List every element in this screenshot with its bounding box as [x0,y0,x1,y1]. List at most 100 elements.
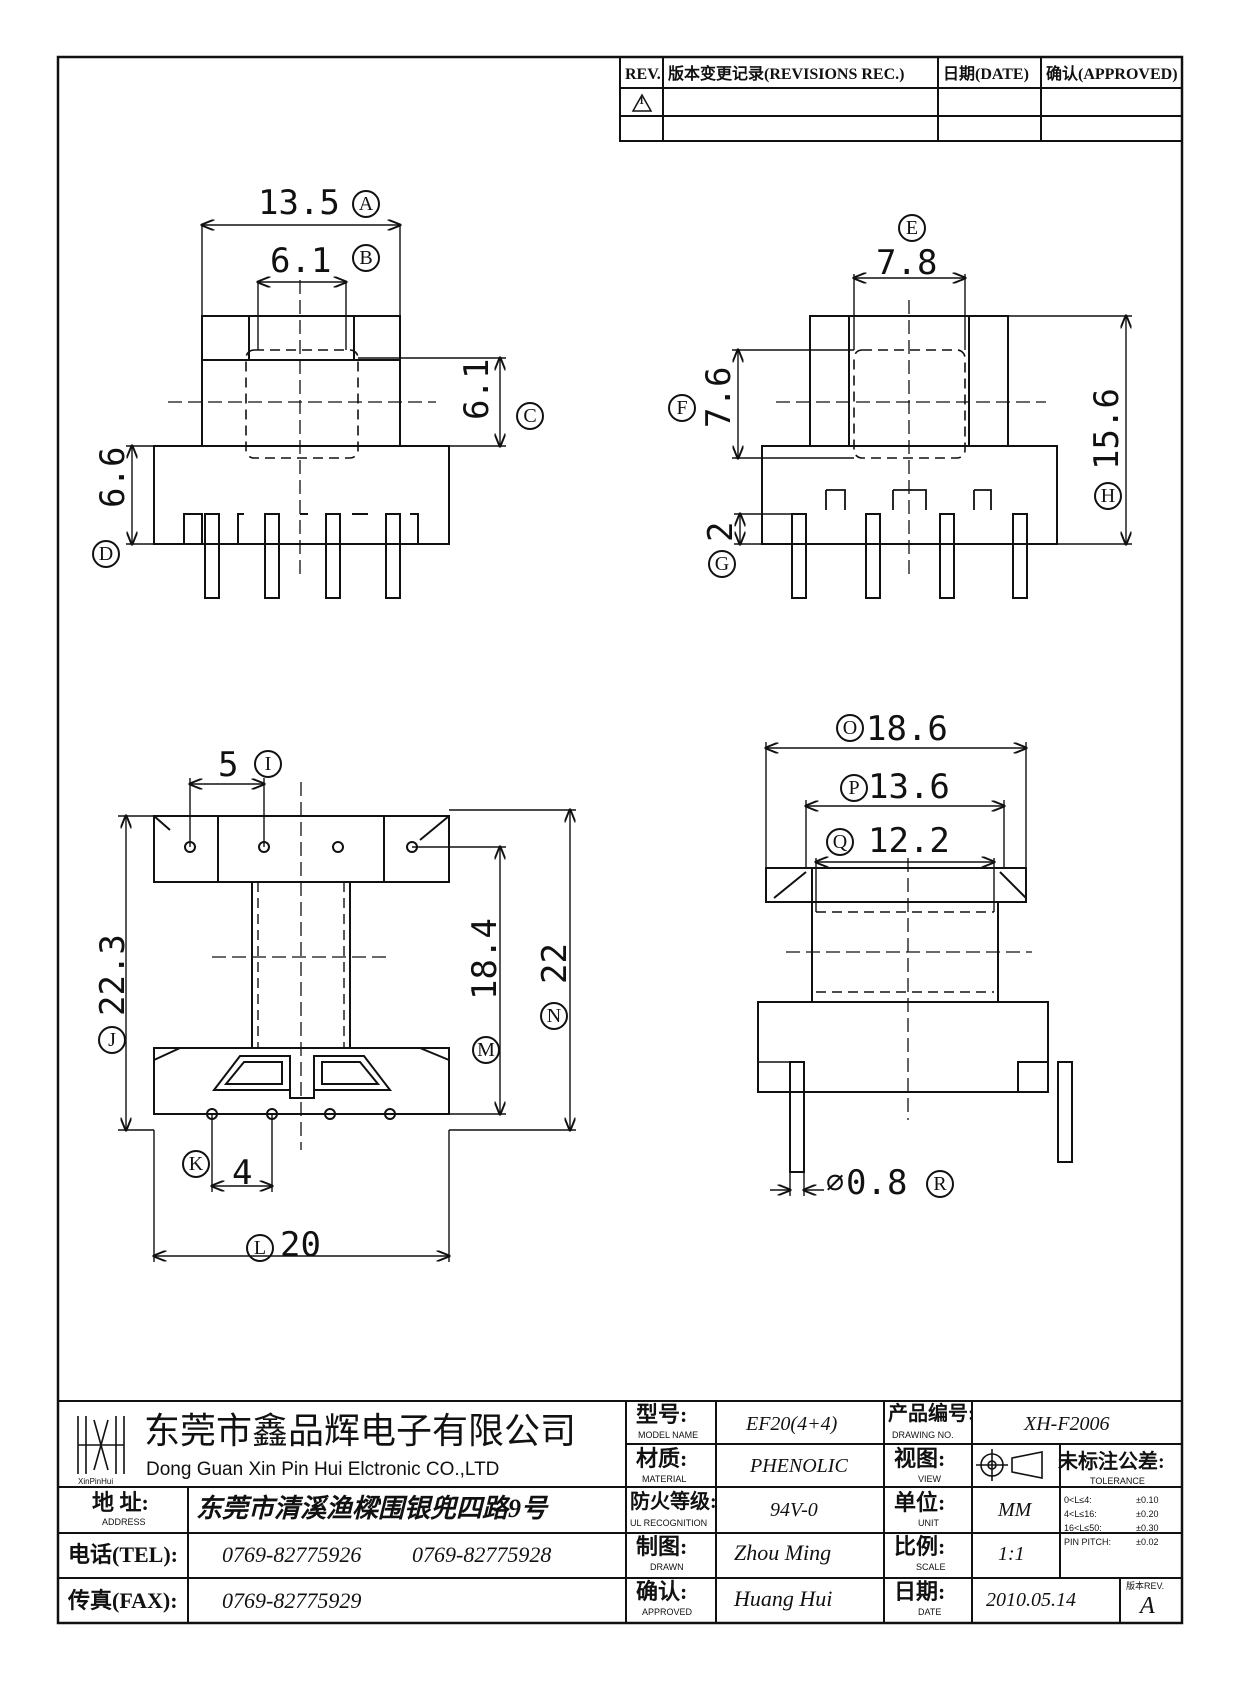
version-label: 版本REV. [1126,1581,1165,1591]
drawn-label-en: DRAWN [650,1562,684,1572]
tel-2: 0769-82775928 [412,1542,552,1567]
dim-E-value: 7.8 [876,243,938,283]
dim-L-value: 20 [280,1225,321,1265]
dim-J-value: 22.3 [93,934,133,1016]
revision-date-header: 日期(DATE) [943,66,1029,83]
title-block-grid [58,1400,1182,1623]
diameter-symbol: ⌀ [826,1164,845,1197]
label-D: D [92,540,120,568]
version-value: A [1140,1593,1155,1619]
tel-1: 0769-82775926 [222,1542,362,1567]
dim-B-value: 6.1 [270,241,332,281]
fax-label: 传真(FAX): [68,1588,178,1613]
approved-label: 确认: [636,1579,688,1604]
logo-text: XinPinHui [78,1477,114,1486]
drawn-value: Zhou Ming [734,1540,832,1565]
drawn-label: 制图: [636,1534,688,1559]
label-F: F [668,394,696,422]
unit-label-en: UNIT [918,1518,939,1528]
label-R: R [926,1170,954,1198]
side-view [761,300,1058,599]
label-A: A [352,190,380,218]
tolerance-value: ±0.30 [1136,1523,1159,1533]
label-O: O [836,714,864,742]
tolerance-label: 未标注公差: [1058,1451,1165,1473]
date-label: 日期: [894,1579,946,1604]
dim-A-value: 13.5 [258,183,340,223]
scale-value: 1:1 [998,1543,1025,1565]
model-label: 型号: [636,1402,688,1427]
address-label-en: ADDRESS [102,1517,146,1527]
dim-O-value: 18.6 [866,709,948,749]
drawing-no-label: 产品编号: [888,1403,975,1425]
dim-K-value: 4 [232,1153,253,1193]
fax-value: 0769-82775929 [222,1588,362,1613]
drawing-border [56,55,1184,1625]
drawing-no-label-en: DRAWING NO. [892,1430,954,1440]
tolerance-range: 16<L≤50: [1064,1523,1102,1533]
view-label: 视图: [894,1446,946,1471]
fire-rating-label-en: UL RECOGNITION [630,1518,708,1528]
material-label: 材质: [636,1446,688,1471]
tolerance-range: 4<L≤16: [1064,1509,1097,1519]
label-L: L [246,1234,274,1262]
tel-label: 电话(TEL): [68,1542,179,1567]
revision-approved-header: 确认(APPROVED) [1046,66,1178,83]
label-Q: Q [826,828,854,856]
tolerance-range: 0<L≤4: [1064,1495,1092,1505]
company-name-en: Dong Guan Xin Pin Hui Elctronic CO.,LTD [146,1459,500,1480]
address-value: 东莞市清溪渔樑围银兜四路9号 [196,1494,548,1523]
model-value: EF20(4+4) [746,1413,838,1435]
fire-rating-value: 94V-0 [770,1499,818,1521]
fire-rating-label: 防火等级: [630,1491,717,1513]
company-logo [77,1416,125,1474]
material-label-en: MATERIAL [642,1474,687,1484]
revision-mark: 1 [639,96,644,107]
tolerance-label-en: TOLERANCE [1090,1476,1145,1486]
scale-label: 比例: [894,1534,946,1559]
projection-symbol-icon [976,1449,1043,1481]
label-J: J [98,1026,126,1054]
revision-table [619,56,1183,142]
label-B: B [352,244,380,272]
dim-D-value: 6.6 [93,446,133,508]
label-M: M [472,1036,500,1064]
company-name-cn: 东莞市鑫品辉电子有限公司 [144,1411,577,1452]
dim-N-value: 22 [535,943,575,984]
dim-C-value: 6.1 [457,358,497,420]
tolerance-value: ±0.20 [1136,1509,1159,1519]
bottom-view [153,782,450,1150]
approved-value: Huang Hui [734,1586,833,1611]
dim-M-value: 18.4 [465,918,505,1000]
label-K: K [182,1150,210,1178]
label-P: P [840,774,868,802]
unit-value: MM [998,1499,1032,1521]
label-G: G [708,550,736,578]
scale-label-en: SCALE [916,1562,946,1572]
dim-Q-value: 12.2 [868,821,950,861]
label-E: E [898,214,926,242]
label-H: H [1094,482,1122,510]
dim-H-value: 15.6 [1087,388,1127,470]
rev-header: REV. [625,66,661,83]
drawing-no-value: XH-F2006 [1024,1413,1110,1435]
unit-label: 单位: [894,1490,946,1515]
view-label-en: VIEW [918,1474,942,1484]
front-view [153,280,450,599]
tolerance-value: ±0.10 [1136,1495,1159,1505]
end-view [757,858,1073,1173]
revision-record-header: 版本变更记录(REVISIONS REC.) [668,66,905,83]
label-C: C [516,402,544,430]
dim-I-value: 5 [218,745,239,785]
date-value: 2010.05.14 [986,1589,1076,1611]
tolerance-value: ±0.02 [1136,1537,1159,1547]
label-N: N [540,1002,568,1030]
dim-P-value: 13.6 [868,767,950,807]
dim-R-value: 0.8 [846,1163,908,1203]
dim-F-value: 7.6 [699,366,739,428]
date-label-en: DATE [918,1607,942,1617]
dim-G-value: 2 [701,521,741,542]
tolerance-range: PIN PITCH: [1064,1537,1112,1547]
label-I: I [254,750,282,778]
